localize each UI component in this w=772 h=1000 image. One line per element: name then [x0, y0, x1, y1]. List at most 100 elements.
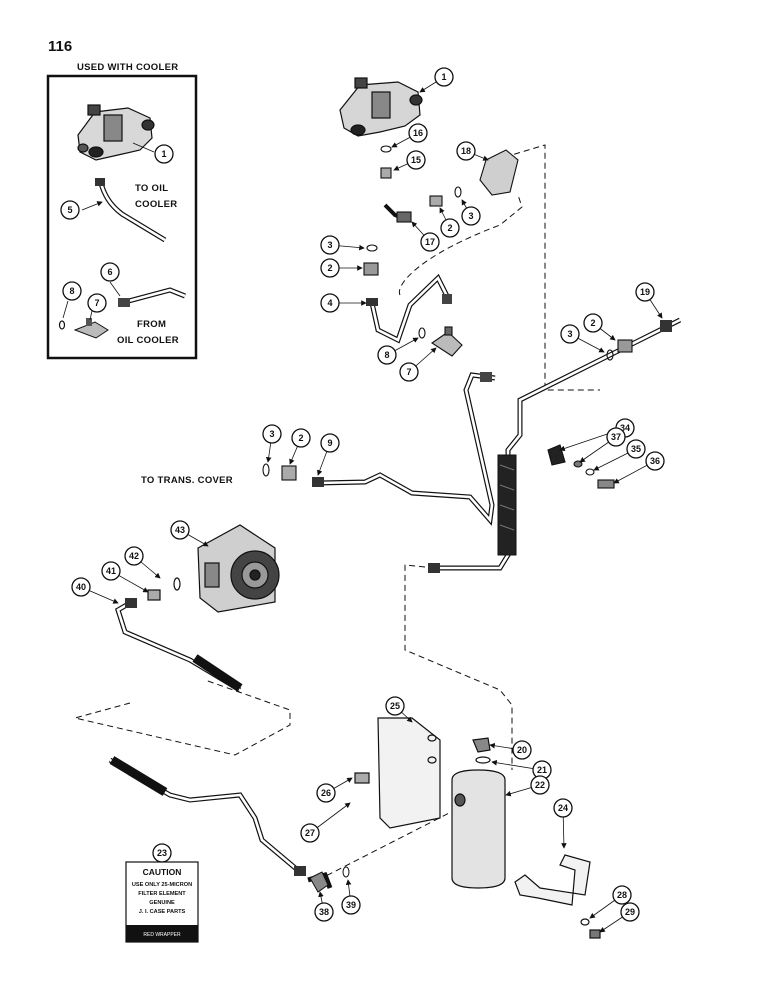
- callout-circle: [553, 798, 573, 818]
- callout-circle: [320, 258, 340, 278]
- clip-hardware-drawing: [547, 444, 615, 489]
- callout-number: 24: [558, 803, 568, 813]
- callout-circle: [408, 123, 428, 143]
- callout-circle: [170, 520, 190, 540]
- valve-fittings-drawing: [363, 145, 519, 276]
- callout-main-27: 20: [489, 740, 532, 760]
- callout-circle: [152, 843, 172, 863]
- callout-number: 17: [425, 237, 435, 247]
- callout-number: 5: [67, 205, 72, 215]
- callout-circle: [530, 775, 550, 795]
- callout-circle: [583, 313, 603, 333]
- callout-number: 8: [69, 286, 74, 296]
- callout-circle: [300, 823, 320, 843]
- callout-main-17: 9: [317, 433, 340, 476]
- callout-circle: [399, 362, 419, 382]
- callout-main-9: 4: [320, 293, 367, 313]
- callout-circle: [440, 218, 460, 238]
- callout-inset-0: 1: [154, 144, 174, 164]
- callout-number: 4: [327, 298, 332, 308]
- caution-line-1: USE ONLY 25-MICRON: [132, 882, 192, 888]
- callout-number: 18: [461, 146, 471, 156]
- caution-line-3: GENUINE: [149, 900, 175, 906]
- callout-number: 15: [411, 155, 421, 165]
- callout-main-14: 7: [399, 347, 437, 382]
- callout-circle: [560, 324, 580, 344]
- callout-main-7: 3: [461, 199, 481, 226]
- callout-main-33: 23: [152, 843, 172, 863]
- inset-from-oil-cooler-line1: FROM: [137, 319, 166, 330]
- callout-circle: [320, 235, 340, 255]
- callout-main-11: 2: [583, 313, 616, 341]
- callout-circle: [606, 427, 626, 447]
- callout-number: 2: [447, 223, 452, 233]
- callout-number: 16: [413, 128, 423, 138]
- callout-number: 29: [625, 907, 635, 917]
- callout-main-23: 42: [124, 546, 161, 579]
- callout-circle: [60, 200, 80, 220]
- callout-inset-3: 7: [87, 293, 107, 313]
- callout-number: 8: [384, 350, 389, 360]
- callout-main-13: 8: [377, 337, 419, 365]
- callout-number: 37: [611, 432, 621, 442]
- callout-number: 1: [161, 149, 166, 159]
- caution-line-4: J. I. CASE PARTS: [139, 909, 186, 915]
- caution-title: CAUTION: [143, 867, 182, 877]
- callout-inset-4: 8: [62, 281, 82, 301]
- callout-inset-2: 6: [100, 262, 120, 282]
- callout-number: 22: [535, 780, 545, 790]
- callout-circle: [316, 783, 336, 803]
- callout-main-36: 28: [589, 885, 632, 919]
- callout-circle: [635, 282, 655, 302]
- callout-number: 19: [640, 287, 650, 297]
- callout-main-19: 37: [579, 427, 626, 463]
- callout-circle: [124, 546, 144, 566]
- callout-main-31: 27: [300, 802, 351, 843]
- callout-main-35: 39: [341, 879, 361, 915]
- callout-main-6: 17: [411, 221, 440, 252]
- callout-circle: [385, 696, 405, 716]
- callout-circle: [456, 141, 476, 161]
- callout-main-32: 24: [553, 798, 573, 849]
- callout-circle: [154, 144, 174, 164]
- callout-number: 6: [107, 267, 112, 277]
- callout-circle: [645, 451, 665, 471]
- caution-line-2: FILTER ELEMENT: [138, 891, 186, 897]
- cooler-inset: USED WITH COOLER TO OIL COOLER FROM O: [46, 62, 198, 360]
- callout-circle: [620, 902, 640, 922]
- callout-circle: [262, 424, 282, 444]
- callout-number: 3: [468, 211, 473, 221]
- control-valve-drawing: [339, 77, 423, 137]
- routing-dashed-lines: [74, 144, 600, 881]
- callout-number: 7: [94, 298, 99, 308]
- caution-decal: CAUTION USE ONLY 25-MICRON FILTER ELEMEN…: [125, 861, 199, 943]
- callout-circle: [420, 232, 440, 252]
- callout-number: 21: [537, 765, 547, 775]
- inset-valve-drawing: [77, 104, 155, 161]
- tube-40-drawing: [115, 598, 243, 693]
- hydraulic-pump-drawing: [147, 524, 280, 613]
- callout-main-21: 36: [613, 451, 665, 484]
- callout-number: 3: [269, 429, 274, 439]
- callout-circle: [377, 345, 397, 365]
- inset-to-oil-cooler-line2: COOLER: [135, 199, 177, 210]
- callout-number: 42: [129, 551, 139, 561]
- callout-number: 9: [327, 438, 332, 448]
- caution-footer: RED WRAPPER: [143, 932, 181, 938]
- callout-main-34: 38: [314, 891, 334, 922]
- callout-main-10: 19: [635, 282, 663, 319]
- callout-number: 2: [298, 433, 303, 443]
- tee-fitting-drawing: [418, 326, 463, 357]
- callout-number: 38: [319, 907, 329, 917]
- tube-4-drawing: [366, 273, 452, 344]
- callout-number: 20: [517, 745, 527, 755]
- callout-number: 2: [590, 318, 595, 328]
- callout-number: 28: [617, 890, 627, 900]
- callout-number: 35: [631, 444, 641, 454]
- callout-circle: [612, 885, 632, 905]
- callout-main-15: 3: [262, 424, 282, 463]
- callout-circle: [341, 895, 361, 915]
- callout-number: 25: [390, 701, 400, 711]
- oil-filter-drawing: [451, 737, 506, 889]
